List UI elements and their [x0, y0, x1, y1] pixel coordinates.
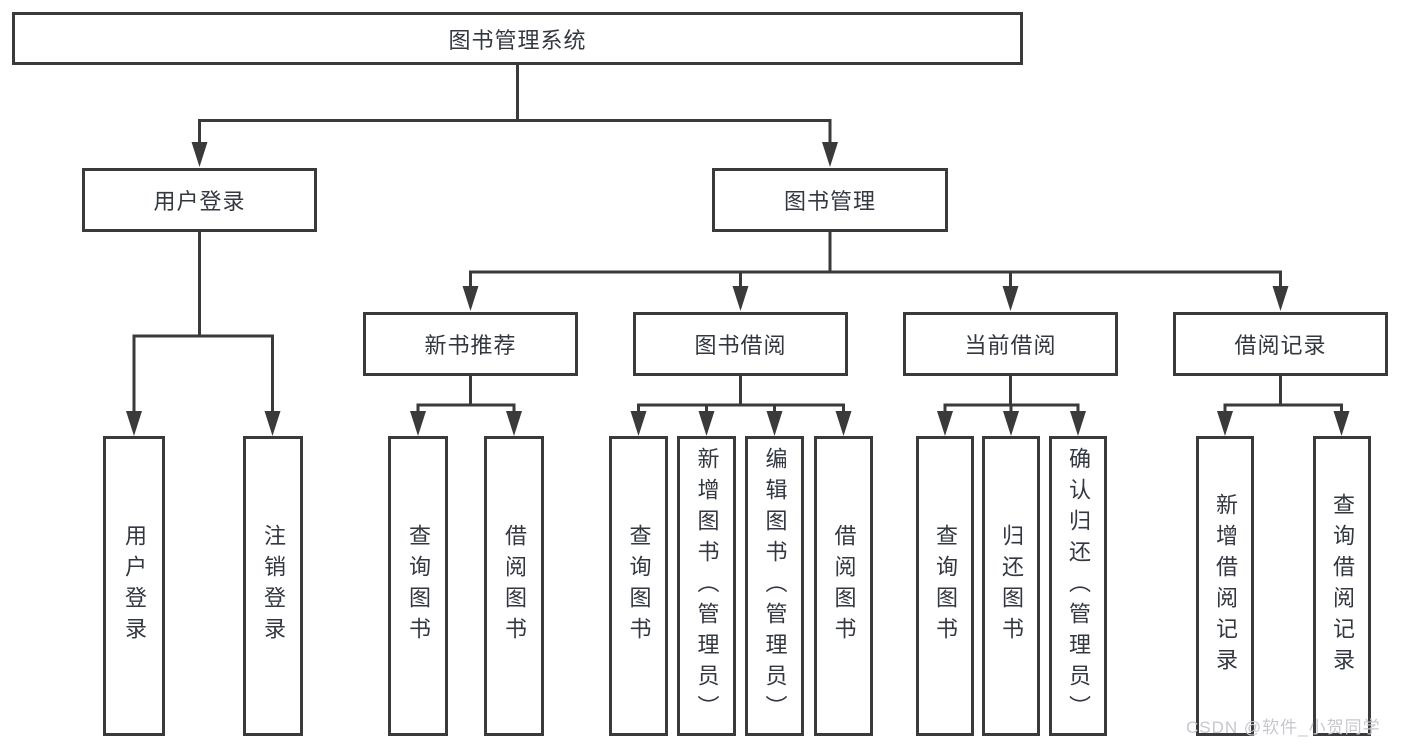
leaf-query-books-borrow: 查询图书: [609, 436, 668, 736]
node-user-login: 用户登录: [82, 168, 317, 232]
leaf-add-borrow-record-label: 新增借阅记录: [1213, 493, 1238, 679]
leaf-edit-books-admin-label: 编辑图书（管理员）: [762, 446, 788, 726]
leaf-query-books-recommend-label: 查询图书: [406, 524, 431, 648]
leaf-add-borrow-record: 新增借阅记录: [1196, 436, 1254, 736]
leaf-return-books-label: 归还图书: [999, 524, 1024, 648]
leaf-borrow-books-label: 借阅图书: [831, 524, 857, 648]
leaf-borrow-books-recommend-label: 借阅图书: [502, 524, 527, 648]
leaf-user-login-label: 用户登录: [122, 524, 147, 648]
leaf-query-books-current-label: 查询图书: [933, 524, 958, 648]
node-borrowing-records: 借阅记录: [1173, 312, 1388, 376]
leaf-logout: 注销登录: [243, 436, 303, 736]
csdn-watermark: CSDN @软件_小贺同学: [1186, 718, 1381, 737]
leaf-edit-books-admin: 编辑图书（管理员）: [745, 436, 804, 736]
node-current-borrowing: 当前借阅: [903, 312, 1118, 376]
node-book-management: 图书管理: [712, 168, 948, 232]
leaf-user-login: 用户登录: [103, 436, 165, 736]
leaf-borrow-books: 借阅图书: [814, 436, 873, 736]
leaf-query-borrow-record: 查询借阅记录: [1313, 436, 1371, 736]
node-book-borrowing: 图书借阅: [633, 312, 848, 376]
leaf-borrow-books-recommend: 借阅图书: [484, 436, 544, 736]
leaf-query-books-borrow-label: 查询图书: [626, 524, 652, 648]
leaf-query-books-current: 查询图书: [916, 436, 974, 736]
node-new-book-recommendation: 新书推荐: [363, 312, 578, 376]
leaf-add-books-admin: 新增图书（管理员）: [677, 436, 736, 736]
leaf-add-books-admin-label: 新增图书（管理员）: [694, 446, 720, 726]
leaf-logout-label: 注销登录: [261, 524, 286, 648]
leaf-confirm-return-admin: 确认归还（管理员）: [1049, 436, 1107, 736]
leaf-confirm-return-admin-label: 确认归还（管理员）: [1066, 446, 1091, 726]
leaf-return-books: 归还图书: [982, 436, 1040, 736]
leaf-query-books-recommend: 查询图书: [388, 436, 448, 736]
leaf-query-borrow-record-label: 查询借阅记录: [1330, 493, 1355, 679]
node-root: 图书管理系统: [12, 12, 1023, 65]
